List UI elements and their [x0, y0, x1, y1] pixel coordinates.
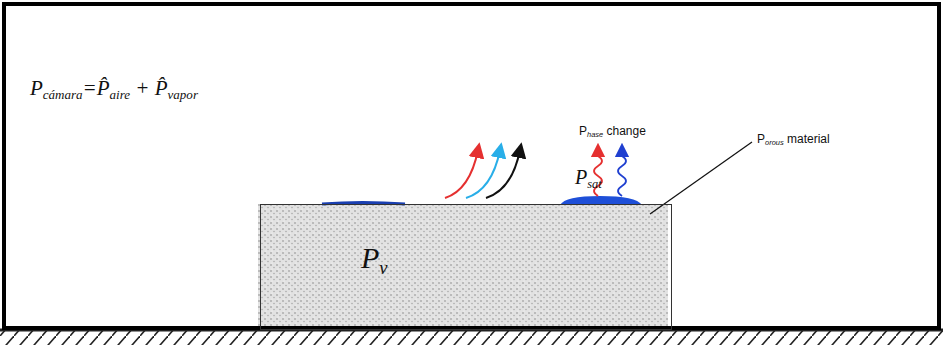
material-label: Porous material [757, 132, 830, 147]
ground-hatch [0, 330, 943, 345]
saturation-pressure: Psat [575, 166, 602, 192]
flow-arrow [466, 150, 500, 198]
flow-arrow [445, 150, 478, 198]
pressure-equation: Pcámara=P̂aire + P̂vapor [30, 76, 198, 103]
porous-fill [258, 204, 668, 328]
porous-block: Pv [260, 204, 672, 330]
pressure-label: Pv [361, 241, 388, 279]
chamber: Pcámara=P̂aire + P̂vaporPv [2, 2, 941, 330]
flow-arrow [486, 150, 520, 198]
wavy-arrow [618, 150, 626, 196]
phase-change-label: Phase change [579, 124, 646, 139]
